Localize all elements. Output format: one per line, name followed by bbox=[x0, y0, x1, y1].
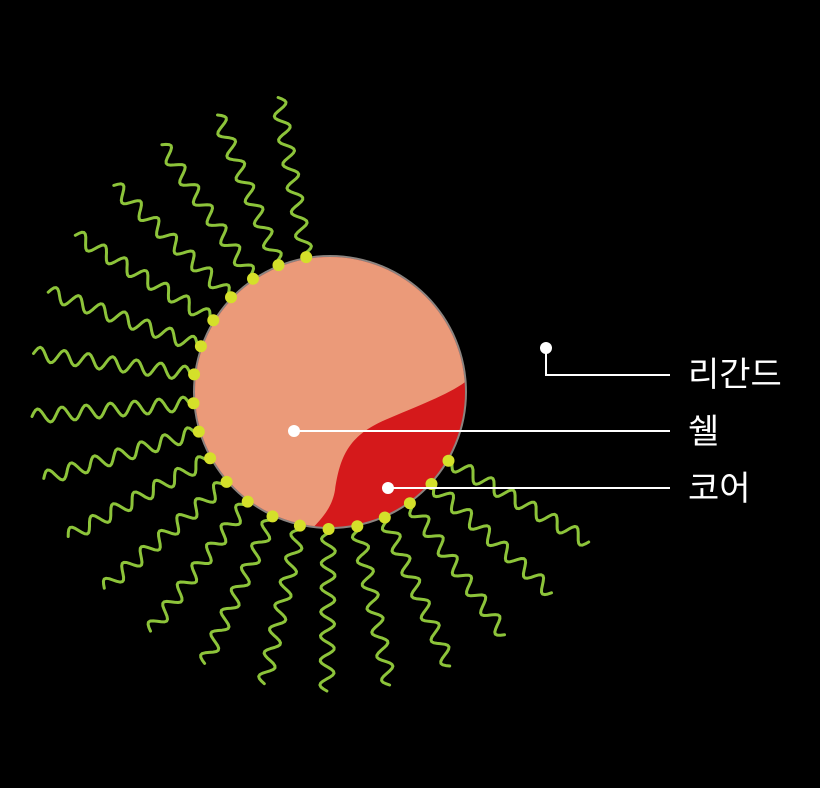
ligand-anchor-dot bbox=[293, 519, 306, 532]
ligand-chain bbox=[216, 113, 283, 263]
ligand-anchor-dot bbox=[188, 368, 201, 381]
ligand-callout-line bbox=[545, 348, 670, 376]
ligand-anchor-dot bbox=[194, 340, 207, 353]
ligand-chain bbox=[32, 345, 192, 380]
ligand-chain bbox=[46, 286, 199, 348]
ligand-chains bbox=[30, 96, 591, 693]
ligand-chain bbox=[450, 461, 591, 547]
ligand-anchor-dot bbox=[300, 251, 313, 264]
ligand-anchor-dot bbox=[187, 397, 200, 410]
ligand-chain bbox=[318, 531, 337, 693]
ligand-anchor-dot bbox=[241, 495, 254, 508]
ligand-anchor-dot bbox=[442, 454, 455, 467]
ligand-anchor-dot bbox=[225, 291, 237, 304]
ligand-anchor-dot bbox=[266, 510, 279, 523]
ligand-chain bbox=[199, 518, 273, 665]
ligand-label: 리간드 bbox=[688, 355, 782, 395]
ligand-chain bbox=[160, 142, 255, 277]
ligand-anchor-dot bbox=[378, 511, 391, 524]
ligand-anchor-dot bbox=[272, 259, 285, 272]
ligand-chain bbox=[73, 230, 212, 320]
ligand-anchor-dot bbox=[220, 475, 233, 488]
ligand-chain bbox=[112, 182, 231, 297]
shell-label: 쉘 bbox=[688, 412, 719, 452]
callouts bbox=[288, 342, 670, 494]
ligand-anchor-dots bbox=[187, 251, 455, 535]
ligand-anchor-dot bbox=[204, 452, 217, 465]
shell-callout-dot bbox=[288, 425, 300, 437]
ligand-chain bbox=[272, 96, 313, 255]
ligand-chain bbox=[30, 395, 191, 424]
ligand-anchor-dot bbox=[207, 314, 220, 327]
ligand-anchor-dot bbox=[322, 523, 335, 535]
core-callout-dot bbox=[382, 482, 394, 494]
ligand-chain bbox=[431, 485, 553, 597]
ligand-chain bbox=[380, 519, 452, 668]
ligand-anchor-dot bbox=[351, 520, 364, 533]
ligand-chain bbox=[257, 528, 304, 686]
ligand-chain bbox=[101, 481, 226, 590]
ligand-chain bbox=[408, 505, 506, 637]
ligand-callout-dot bbox=[540, 342, 552, 354]
ligand-chain bbox=[66, 455, 209, 538]
ligand-chain bbox=[42, 426, 197, 482]
ligand-chain bbox=[350, 528, 395, 687]
ligand-anchor-dot bbox=[247, 272, 259, 285]
core-label: 코어 bbox=[688, 469, 751, 509]
ligand-anchor-dot bbox=[192, 425, 205, 438]
ligand-chain bbox=[146, 502, 247, 633]
ligand-anchor-dot bbox=[403, 497, 416, 510]
